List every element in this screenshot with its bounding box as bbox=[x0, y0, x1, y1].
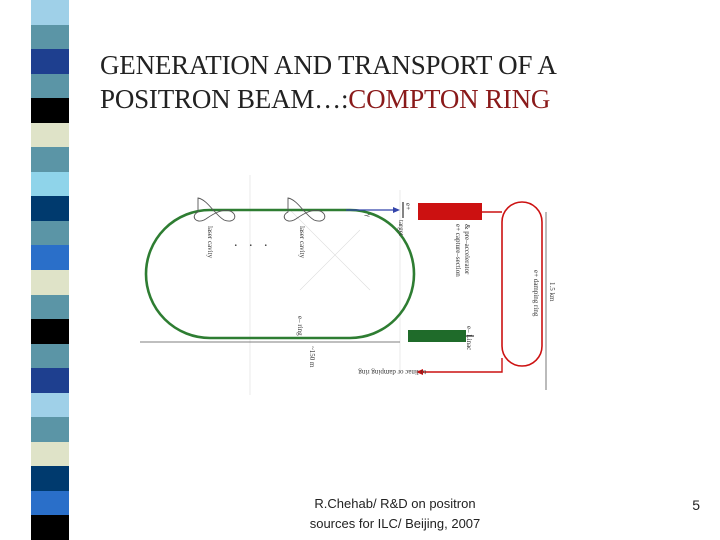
strip-segment bbox=[31, 220, 69, 246]
ellipsis-dots: . . . bbox=[234, 235, 272, 250]
footer-line-1: R.Chehab/ R&D on positron bbox=[314, 496, 476, 511]
title-line-2: POSITRON BEAM…:COMPTON RING bbox=[100, 82, 700, 116]
strip-segment bbox=[31, 368, 69, 394]
return-arrow-head bbox=[416, 369, 423, 375]
target-label: target bbox=[397, 220, 405, 236]
strip-segment bbox=[31, 515, 69, 540]
strip-segment bbox=[31, 73, 69, 99]
strip-segment bbox=[31, 343, 69, 369]
length-150m-label: ~150 m bbox=[308, 346, 316, 368]
strip-segment bbox=[31, 392, 69, 418]
strip-segment bbox=[31, 490, 69, 516]
e-ring-label: e– ring bbox=[296, 316, 304, 336]
gamma-label: γ bbox=[364, 213, 372, 217]
slide-title: GENERATION AND TRANSPORT OF A POSITRON B… bbox=[100, 48, 700, 116]
e-linac-bar bbox=[408, 330, 466, 342]
laser-cavity-1-icon bbox=[193, 197, 236, 222]
strip-segment bbox=[31, 98, 69, 124]
compton-ring-diagram: laser cavity laser cavity . . . γ e+ tar… bbox=[140, 175, 556, 395]
strip-segment bbox=[31, 441, 69, 467]
gamma-arrow-head bbox=[393, 207, 400, 213]
e-plus-label: e+ bbox=[404, 203, 412, 210]
footer-text: R.Chehab/ R&D on positron sources for IL… bbox=[290, 494, 500, 534]
strip-segment bbox=[31, 0, 69, 25]
damping-ring bbox=[501, 201, 543, 367]
footer-line-2: sources for ILC/ Beijing, 2007 bbox=[309, 516, 481, 531]
strip-segment bbox=[31, 319, 69, 345]
faint-background-lines bbox=[249, 175, 401, 395]
laser-cavity-2-label: laser cavity bbox=[298, 226, 306, 259]
title-line-2-part-a: POSITRON BEAM…: bbox=[100, 84, 349, 114]
strip-segment bbox=[31, 24, 69, 50]
title-line-2-part-b: COMPTON RING bbox=[348, 84, 551, 114]
strip-segment bbox=[31, 245, 69, 271]
capture-section-label-2: & pre–accelerator bbox=[463, 224, 471, 275]
strip-segment bbox=[31, 294, 69, 320]
capture-section-bar bbox=[418, 203, 482, 220]
decorative-color-strip bbox=[31, 0, 69, 540]
damping-ring-label: e+ damping ring bbox=[532, 270, 540, 317]
strip-segment bbox=[31, 171, 69, 197]
compton-ring bbox=[144, 208, 416, 340]
to-linac-label: to linac or damping ring bbox=[358, 368, 426, 376]
strip-segment bbox=[31, 417, 69, 443]
strip-segment bbox=[31, 49, 69, 75]
strip-segment bbox=[31, 196, 69, 222]
title-line-1: GENERATION AND TRANSPORT OF A bbox=[100, 50, 557, 80]
laser-cavity-2-icon bbox=[283, 197, 326, 222]
strip-segment bbox=[31, 147, 69, 173]
return-line bbox=[422, 358, 503, 373]
capture-section-label-1: e+ capture–section bbox=[454, 224, 462, 277]
strip-segment bbox=[31, 466, 69, 492]
laser-cavity-1-label: laser cavity bbox=[206, 226, 214, 259]
page-number: 5 bbox=[692, 497, 700, 513]
length-1-5km-label: 1.5 km bbox=[548, 282, 556, 302]
strip-segment bbox=[31, 270, 69, 295]
strip-segment bbox=[31, 122, 69, 148]
e-linac-label: e– Linac bbox=[465, 326, 473, 350]
